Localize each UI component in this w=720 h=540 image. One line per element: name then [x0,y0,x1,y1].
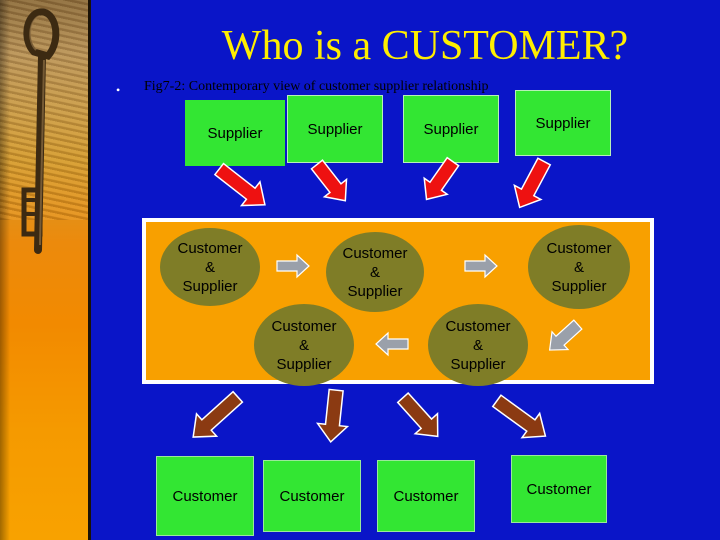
gray-arrow [375,331,409,357]
slide-title: Who is a CUSTOMER? [221,23,629,69]
customer-box: Customer [156,456,254,536]
gray-arrow [276,253,310,279]
figure-caption: Fig7-2: Contemporary view of customer su… [144,79,489,94]
customer-supplier-node: Customer&Supplier [428,304,528,386]
brown-arrow [491,394,547,439]
red-arrow [310,159,348,202]
supplier-box: Supplier [515,90,611,156]
wood-texture [0,0,91,220]
customer-supplier-node: Customer&Supplier [528,225,630,309]
customer-supplier-node: Customer&Supplier [160,228,260,306]
brown-arrow [192,390,244,438]
supplier-box: Supplier [287,95,383,163]
brown-arrow [396,391,439,438]
supplier-box: Supplier [185,100,285,166]
key-icon [21,8,60,254]
red-arrow [423,156,460,201]
decorative-side-strip [0,0,91,540]
red-arrow [513,157,552,209]
bullet-marker: • [116,83,121,97]
red-arrow [213,162,266,207]
customer-box: Customer [377,460,475,532]
customer-supplier-node: Customer&Supplier [254,304,354,386]
gray-arrow [464,253,498,279]
gray-arrow [548,319,583,351]
customer-box: Customer [511,455,607,523]
customer-supplier-node: Customer&Supplier [326,232,424,312]
brown-arrow [315,388,350,444]
customer-box: Customer [263,460,361,532]
